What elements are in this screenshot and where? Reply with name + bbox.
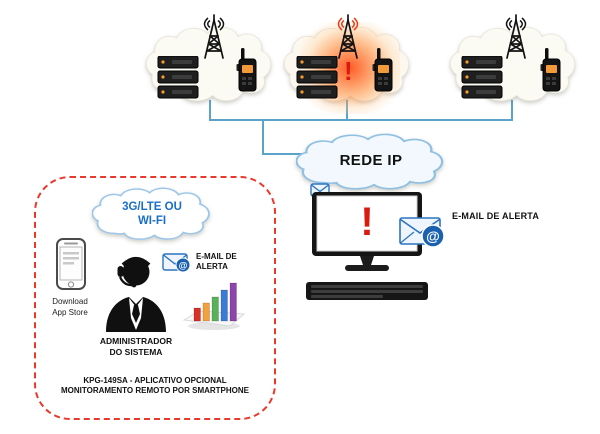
smartphone-zone-border: [34, 176, 276, 420]
smartphone-icon: [56, 238, 86, 290]
email-icon-small: @: [162, 253, 191, 273]
site-alert-exclamation: !: [344, 56, 353, 86]
email-label-small: E-MAIL DE ALERTA: [196, 252, 237, 272]
server-stack-icon-3: [461, 56, 503, 99]
portable-radio-alert-icon: [372, 48, 393, 92]
radio-tower-alert-icon: [337, 14, 359, 59]
rede-ip-cloud: [296, 133, 444, 190]
footer-line2: MONITORAMENTO REMOTO POR SMARTPHONE: [60, 386, 249, 395]
email-small-line1: E-MAIL DE: [196, 252, 237, 261]
bus-to-cloud-line: [262, 119, 264, 155]
download-label-line1: Download: [52, 297, 88, 306]
footer-line1: KPG-149SA - APLICATIVO OPCIONAL: [83, 376, 227, 385]
network-bus-line: [209, 119, 513, 121]
admin-label: ADMINISTRADOR DO SISTEMA: [86, 336, 186, 358]
site1-drop-line: [209, 100, 211, 120]
admin-label-line1: ADMINISTRADOR: [99, 336, 173, 346]
zone-footer: KPG-149SA - APLICATIVO OPCIONAL MONITORA…: [40, 376, 270, 396]
radio-tower-icon-3: [505, 14, 527, 59]
wifi-cloud-label: 3G/LTE OU WI-FI: [92, 200, 212, 228]
admin-icon: [106, 257, 166, 332]
server-stack-alert-icon: [296, 56, 338, 99]
wifi-cloud-label-line1: 3G/LTE OU: [122, 201, 182, 213]
email-small-line2: ALERTA: [196, 262, 228, 271]
portable-radio-icon: [236, 48, 257, 92]
wifi-cloud: [92, 187, 210, 240]
bar-chart-icon: [182, 282, 246, 330]
rede-ip-label: REDE IP: [339, 152, 403, 169]
radio-tower-icon: [203, 14, 225, 59]
server-stack-icon: [157, 56, 199, 99]
site3-drop-line: [511, 100, 513, 120]
email-alert-icon: @: [399, 217, 445, 248]
download-label-line2: App Store: [52, 308, 88, 317]
email-alert-label: E-MAIL DE ALERTA: [452, 211, 540, 221]
monitor-alert-exclamation: !: [360, 200, 374, 244]
at-symbol-left: @: [179, 261, 188, 271]
admin-label-line2: DO SISTEMA: [109, 347, 163, 357]
portable-radio-icon-3: [540, 48, 561, 92]
at-symbol-right: @: [426, 228, 440, 244]
cloud-elbow-line: [262, 153, 308, 155]
wifi-cloud-label-line2: WI-FI: [137, 215, 167, 227]
download-app-store-label: Download App Store: [38, 296, 102, 318]
keyboard-icon: [306, 282, 428, 300]
